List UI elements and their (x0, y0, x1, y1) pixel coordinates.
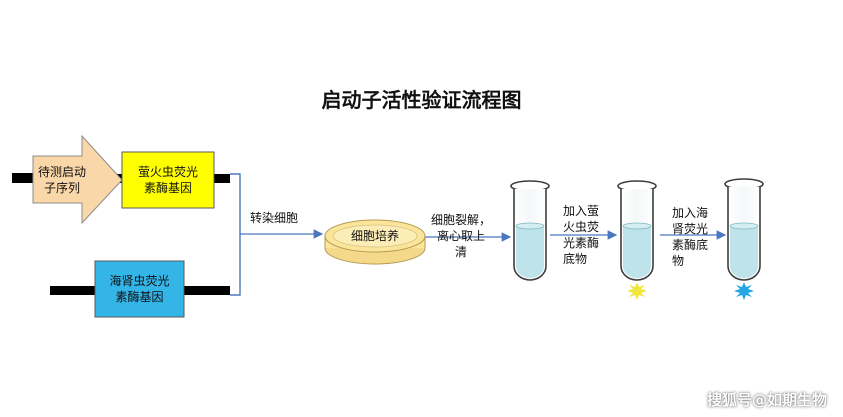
culture-label: 细胞培养 (350, 229, 399, 243)
add-firefly-substrate-label: 加入萤 火虫荧 光素酶 底物 (563, 204, 600, 266)
lysis-step-label: 细胞裂解， 离心取上 清 (430, 213, 491, 259)
test-tube-1 (510, 180, 550, 281)
renilla-gene-box (94, 260, 185, 318)
test-tube-3 (724, 178, 764, 281)
diagram-title: 启动子活性验证流程图 (321, 88, 522, 112)
add-renilla-substrate-label: 加入海 肾荧光 素酶底 物 (672, 206, 709, 268)
firefly-glow-icon (627, 282, 647, 300)
promoter-arrow-shape (32, 134, 123, 225)
renilla-glow-icon (734, 282, 754, 300)
renilla-gene-label: 海肾虫荧光 素酶基因 (109, 274, 170, 304)
dna-bar-top-left (12, 173, 34, 183)
firefly-gene-box (121, 151, 215, 209)
test-tube-2 (617, 180, 657, 281)
dna-bar-bottom-left (50, 286, 95, 295)
transfect-step-label: 转染细胞 (250, 211, 299, 225)
culture-dish (324, 219, 426, 265)
dna-bar-bottom-right (184, 286, 230, 295)
firefly-gene-label: 萤火虫荧光 素酶基因 (137, 165, 198, 195)
dna-bar-top-right (214, 174, 230, 183)
watermark: 搜狐号@如期生物 (706, 391, 827, 409)
promoter-label: 待测启动 子序列 (37, 164, 86, 195)
merge-connector (230, 173, 241, 296)
